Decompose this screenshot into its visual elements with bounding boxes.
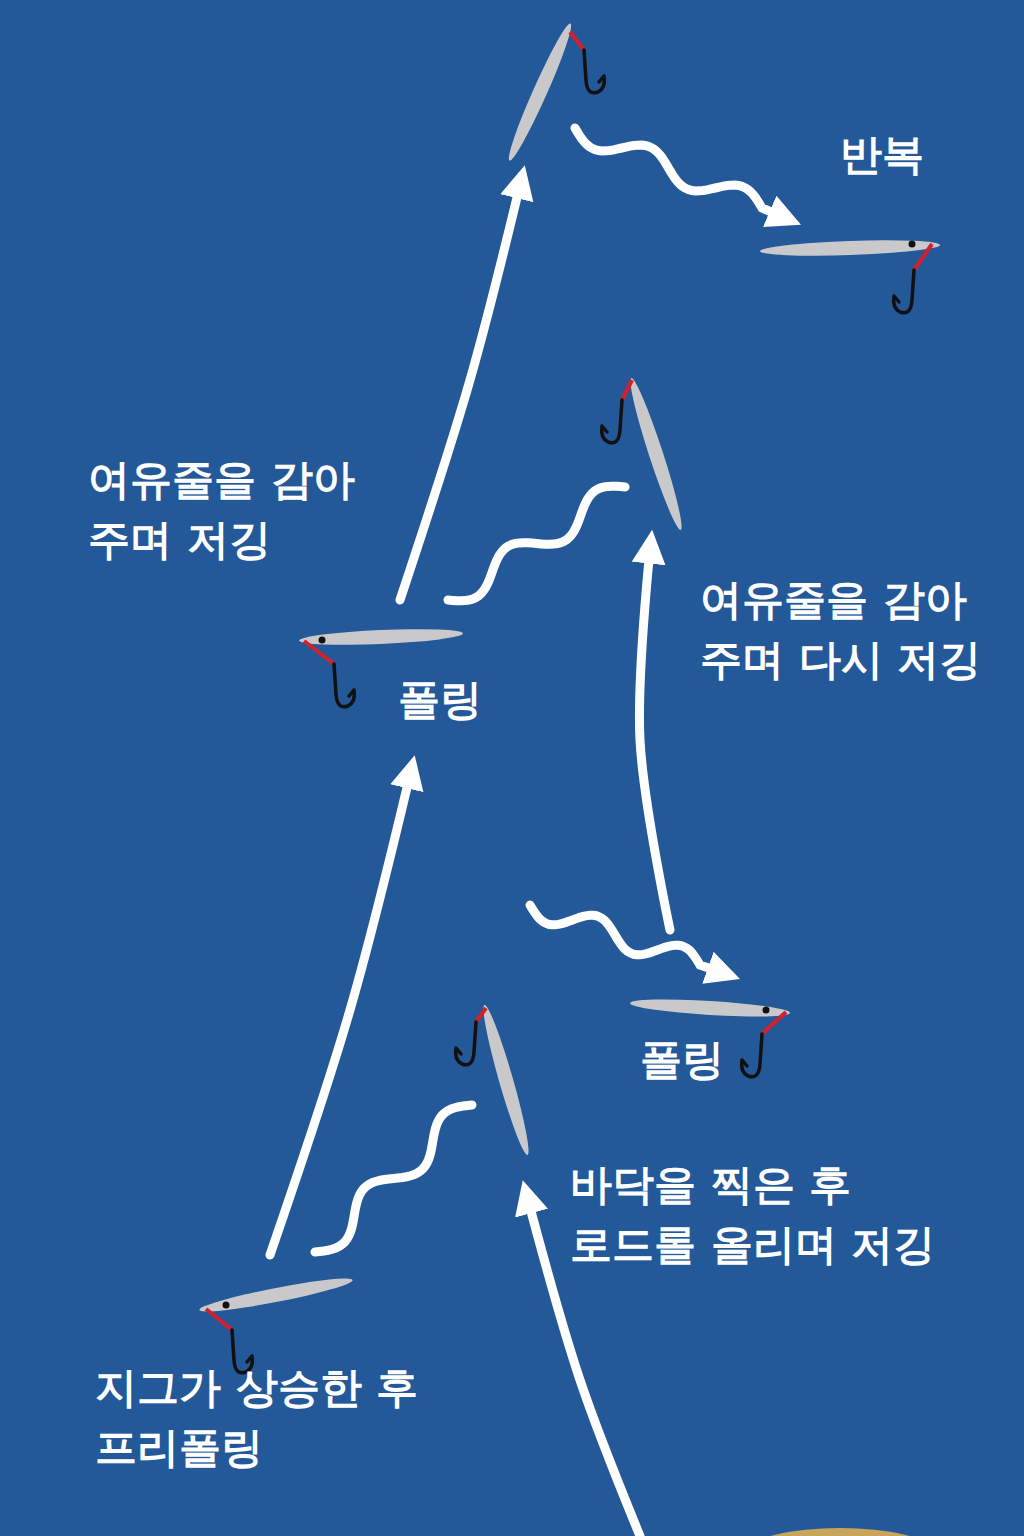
metal-jig xyxy=(760,238,940,313)
hook xyxy=(456,1022,476,1065)
hook xyxy=(334,664,354,707)
seabed xyxy=(750,1528,930,1536)
step-label: 지그가 상승한 후 프리폴링 xyxy=(95,1358,440,1478)
falling-label: 폴링 xyxy=(640,1030,760,1090)
jig-body xyxy=(198,1273,354,1317)
metal-jig xyxy=(602,376,688,532)
jig-body xyxy=(630,996,791,1020)
assist-line xyxy=(304,641,334,664)
jig-eye xyxy=(223,1302,230,1309)
jig-motion-line xyxy=(575,128,782,217)
assist-line xyxy=(206,1309,232,1330)
hook xyxy=(584,50,604,93)
jig-eye xyxy=(319,637,326,644)
step-label: 여유줄을 감아 주며 다시 저깅 xyxy=(700,570,1010,690)
hook xyxy=(742,1034,762,1077)
jig-body xyxy=(478,1003,534,1157)
metal-jig xyxy=(456,1003,535,1157)
falling-label: 폴링 xyxy=(398,670,518,730)
rise-arrow xyxy=(639,550,670,930)
hook xyxy=(894,270,914,313)
metal-jig xyxy=(198,1273,354,1373)
jig-body xyxy=(625,376,688,532)
jig-motion-line xyxy=(315,1105,472,1252)
rise-arrow xyxy=(400,185,520,600)
jig-eye xyxy=(763,1007,770,1014)
assist-line xyxy=(914,244,932,270)
jig-body xyxy=(760,238,940,258)
assist-line xyxy=(570,32,584,50)
jig-body xyxy=(299,626,463,647)
hook xyxy=(602,400,622,443)
step-label: 바닥을 찍은 후 로드롤 올리며 저깅 xyxy=(570,1155,965,1275)
metal-jig xyxy=(503,21,604,164)
assist-line xyxy=(476,1008,486,1022)
repeat-label: 반복 xyxy=(840,125,1000,185)
step-label: 여유줄을 감아 주며 저깅 xyxy=(88,450,388,570)
jig-body xyxy=(503,21,577,164)
jig-motion-line xyxy=(530,905,721,972)
assist-line xyxy=(622,380,632,400)
jig-motion-line xyxy=(448,486,625,601)
jig-eye xyxy=(909,241,916,248)
assist-line xyxy=(762,1012,786,1034)
